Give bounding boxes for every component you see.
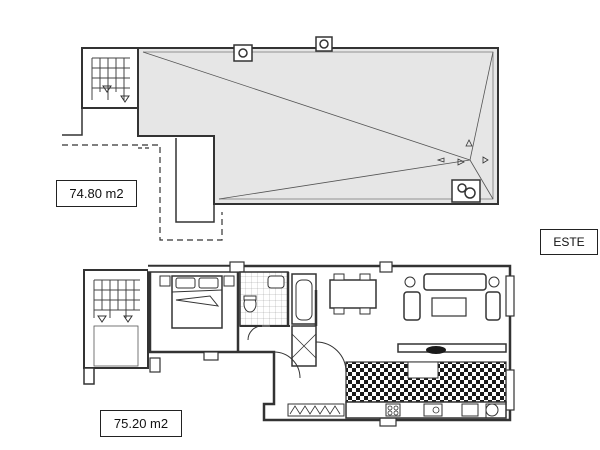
dining-area (329, 273, 377, 315)
bedroom (159, 272, 240, 352)
lower-exterior-walls (148, 261, 515, 427)
lower-staircase (83, 269, 149, 385)
upper-floor (62, 36, 499, 241)
lower-floor (83, 261, 515, 427)
lower-floor-area-label: 75.20 m2 (100, 410, 182, 437)
roof-chimney-unit (451, 179, 481, 203)
entrance-railing (287, 403, 345, 417)
roof-vent-2 (315, 36, 333, 52)
kitchen (345, 361, 507, 419)
upper-staircase (81, 47, 139, 109)
upper-floor-area-label: 74.80 m2 (56, 180, 137, 207)
orientation-label: ESTE (540, 229, 598, 255)
living-room (397, 273, 507, 354)
roof-terrace (137, 47, 499, 205)
roof-vent-1 (233, 44, 253, 62)
bathroom (239, 271, 317, 341)
